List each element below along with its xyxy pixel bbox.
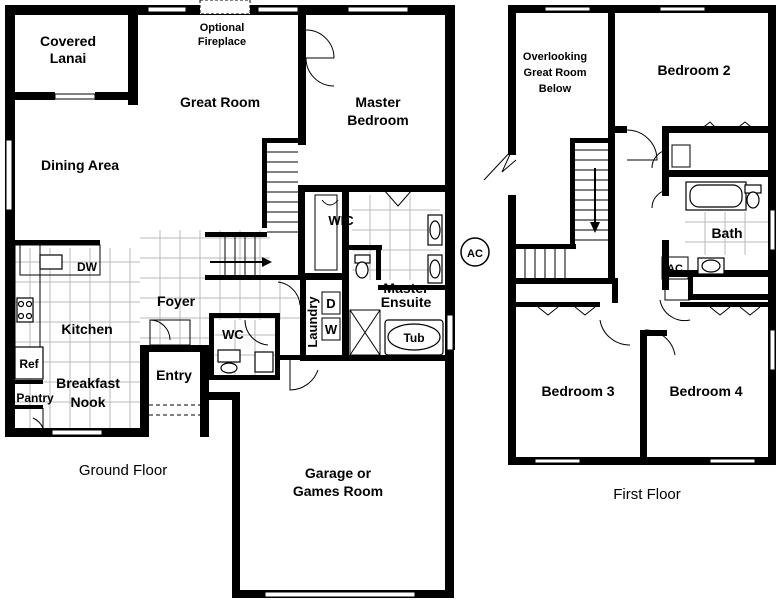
label-garage-1: Garage or xyxy=(305,465,372,481)
laundry-door-icon xyxy=(277,281,301,306)
bath-window xyxy=(769,209,776,251)
ground-floor-plan xyxy=(5,0,455,598)
label-dw: DW xyxy=(77,260,98,274)
label-ac: AC xyxy=(667,263,683,275)
wc-toilet-icon xyxy=(220,362,238,374)
label-bedroom-2: Bedroom 2 xyxy=(657,62,730,78)
label-entry: Entry xyxy=(156,367,192,383)
label-breakfast: Breakfast xyxy=(56,375,120,391)
label-bedroom-4: Bedroom 4 xyxy=(669,383,742,399)
label-bedroom-3: Bedroom 3 xyxy=(541,383,614,399)
shower-icon xyxy=(349,309,381,356)
label-bath: Bath xyxy=(711,225,742,241)
fireplace-icon xyxy=(199,0,251,15)
label-wic: WIC xyxy=(328,213,354,228)
ac-marker-icon xyxy=(460,237,490,267)
garage-door-icon xyxy=(289,360,319,391)
label-master-ensuite-2: Ensuite xyxy=(381,294,432,310)
refrigerator-icon xyxy=(14,346,44,380)
bathtub-inner-icon xyxy=(689,184,743,208)
bath-sink-basin-icon xyxy=(701,259,721,273)
kitchen-sink-icon xyxy=(39,254,63,270)
great-room-window-2 xyxy=(257,6,299,13)
sink-basin-icon-2 xyxy=(429,259,441,279)
label-foyer: Foyer xyxy=(157,293,196,309)
overlook-window xyxy=(544,6,591,12)
toilet-icon xyxy=(355,261,369,279)
linen-closet xyxy=(671,144,691,168)
garage-wall xyxy=(300,355,450,361)
great-room-window xyxy=(147,6,187,13)
ensuite-wall xyxy=(342,280,349,360)
label-master-ensuite-1: Master xyxy=(383,280,429,296)
label-pantry: Pantry xyxy=(16,391,54,405)
wic-shelving xyxy=(314,194,338,271)
tub-icon xyxy=(387,323,441,351)
master-door-icon xyxy=(305,29,335,59)
garage-door xyxy=(264,591,416,598)
label-fireplace: Fireplace xyxy=(198,36,246,48)
sink-basin-icon xyxy=(429,220,441,240)
first-staircase xyxy=(516,133,615,278)
label-great-room: Great Room xyxy=(180,94,260,110)
laundry-wall xyxy=(300,280,306,360)
dining-window xyxy=(5,139,13,211)
label-tub: Tub xyxy=(403,331,424,345)
label-overlooking: Overlooking xyxy=(523,51,587,63)
coat-closet xyxy=(149,319,191,346)
dryer-icon xyxy=(321,291,341,315)
bedroom4-window xyxy=(769,329,776,371)
first-floor-caption: First Floor xyxy=(613,486,681,503)
bedroom2-window xyxy=(659,6,706,12)
bedroom4-window-2 xyxy=(709,458,756,464)
label-laundry: Laundry xyxy=(305,296,320,348)
label-dryer: D xyxy=(326,296,335,311)
master-walls xyxy=(298,5,448,280)
label-covered: Covered xyxy=(40,33,96,49)
bath-toilet-icon xyxy=(746,191,760,209)
kitchen-counters xyxy=(14,240,101,429)
wc-walls xyxy=(209,313,280,380)
wc-door-icon xyxy=(244,319,269,346)
label-garage-2: Games Room xyxy=(293,483,383,499)
bedroom3-window xyxy=(534,458,581,464)
ac-closet xyxy=(661,256,689,280)
ensuite-wall-2 xyxy=(378,285,448,290)
master-window xyxy=(347,6,409,13)
washer-icon xyxy=(321,317,341,341)
wc-sink-icon xyxy=(254,351,274,373)
label-lanai: Lanai xyxy=(50,50,87,66)
bath-tile-grid xyxy=(685,212,770,255)
first-doors xyxy=(537,121,761,356)
label-washer: W xyxy=(325,322,338,337)
label-below: Below xyxy=(539,83,572,95)
ground-floor-caption: Ground Floor xyxy=(79,462,167,479)
ground-staircase xyxy=(205,138,300,280)
ensuite-door-icon xyxy=(383,189,413,207)
label-dining-area: Dining Area xyxy=(41,157,119,173)
lanai-walls xyxy=(15,5,138,105)
label-nook: Nook xyxy=(71,394,106,410)
label-ac-marker: AC xyxy=(467,248,483,260)
label-kitchen: Kitchen xyxy=(61,321,112,337)
label-bedroom: Bedroom xyxy=(347,112,408,128)
master-door-icon-2 xyxy=(305,57,335,87)
entry-walls xyxy=(140,319,210,416)
label-great-room-below: Great Room xyxy=(524,67,587,79)
first-floor-plan xyxy=(483,5,776,465)
wic-door-icon xyxy=(321,199,339,206)
nook-window xyxy=(51,429,103,436)
label-optional: Optional xyxy=(200,22,245,34)
garage-wall-2 xyxy=(280,355,300,360)
wc-toilet-tank-icon xyxy=(217,349,241,363)
label-wc: WC xyxy=(222,327,244,342)
ensuite-window xyxy=(446,314,454,351)
label-ref: Ref xyxy=(19,357,39,371)
label-master: Master xyxy=(355,94,401,110)
